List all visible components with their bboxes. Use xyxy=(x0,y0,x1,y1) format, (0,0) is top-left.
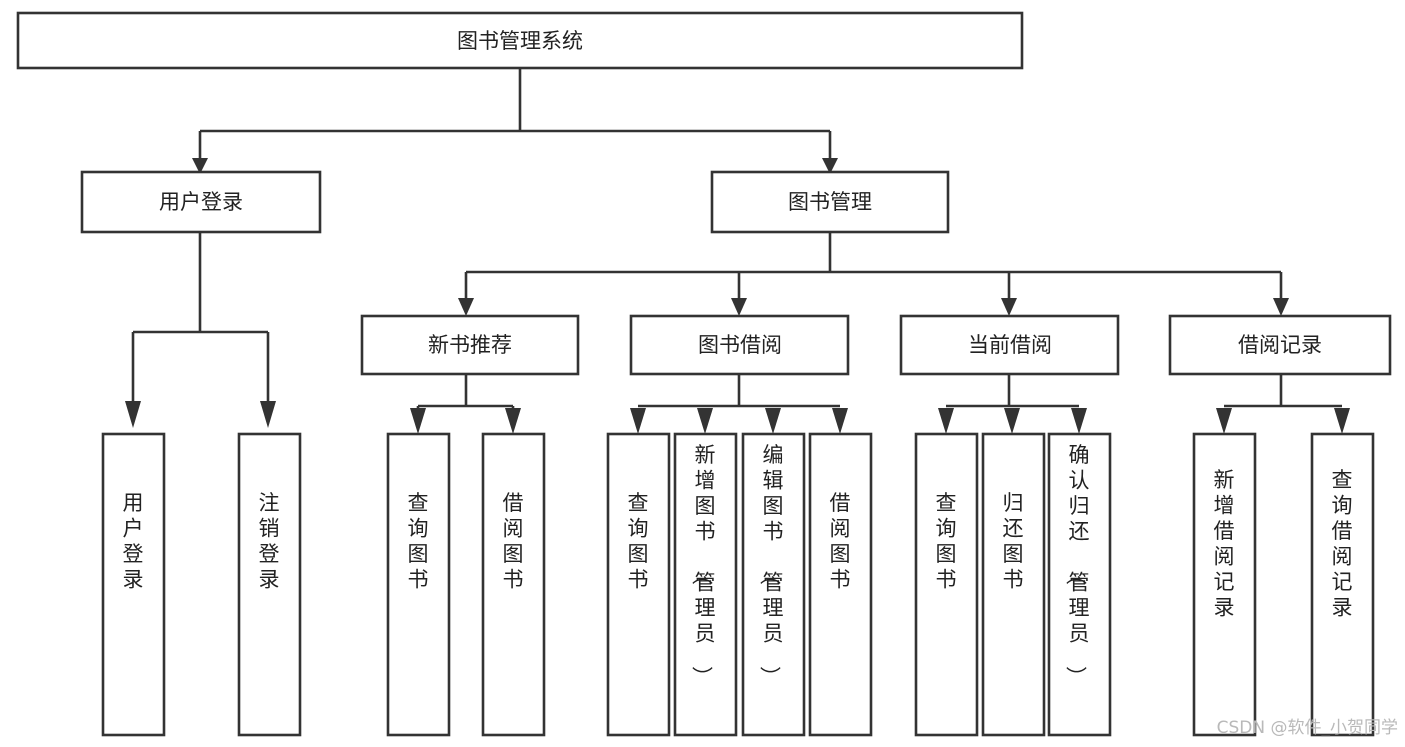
leaf-borrow-records-2[interactable]: 查询借阅记录 xyxy=(1310,432,1375,737)
arrow-to-borrow xyxy=(731,298,747,316)
book-management-label: 图书管理 xyxy=(788,190,872,214)
leaf-box[interactable] xyxy=(481,432,546,737)
leaf-current-borrow-2[interactable]: 归还图书 xyxy=(981,432,1046,737)
leaf-new-book-2[interactable]: 借阅图书 xyxy=(481,432,546,737)
new-book-recommend-box[interactable] xyxy=(360,314,580,376)
leaf-box[interactable] xyxy=(1192,432,1257,737)
root-label: 图书管理系统 xyxy=(457,29,583,53)
arrow-newbook-leaf-1 xyxy=(410,408,426,434)
leaf-label: 归还图书 xyxy=(1003,491,1024,592)
leaf-label: 查询借阅记录 xyxy=(1332,468,1353,620)
arrow-borrow-leaf-3 xyxy=(765,408,781,434)
node-new-book-recommend[interactable]: 新书推荐 xyxy=(360,314,580,376)
user-login-box[interactable] xyxy=(80,170,322,234)
leaf-label: 用户登录 xyxy=(123,491,144,592)
leaf-box[interactable] xyxy=(981,432,1046,737)
leaf-label: 借阅图书 xyxy=(503,491,524,592)
arrow-to-new-book xyxy=(458,298,474,316)
arrow-borrow-leaf-2 xyxy=(697,408,713,434)
leaf-label: 查询图书 xyxy=(408,491,429,592)
watermark: CSDN @软件_小贺同学 xyxy=(1217,718,1398,738)
leaf-box[interactable] xyxy=(673,432,738,737)
leaf-box[interactable] xyxy=(914,432,979,737)
new-book-recommend-label: 新书推荐 xyxy=(428,333,512,357)
node-user-login[interactable]: 用户登录 xyxy=(80,170,322,234)
arrow-records-leaf-1 xyxy=(1216,408,1232,434)
root-box[interactable] xyxy=(16,11,1024,70)
leaf-label: 借阅图书 xyxy=(830,491,851,592)
book-borrow-box[interactable] xyxy=(629,314,850,376)
leaf-box[interactable] xyxy=(386,432,451,737)
book-borrow-label: 图书借阅 xyxy=(698,333,782,357)
connector-layer xyxy=(125,68,1350,434)
leaf-current-borrow-1[interactable]: 查询图书 xyxy=(914,432,979,737)
leaf-new-book-1[interactable]: 查询图书 xyxy=(386,432,451,737)
leaf-box[interactable] xyxy=(101,432,166,737)
borrow-records-label: 借阅记录 xyxy=(1238,333,1322,357)
node-current-borrow[interactable]: 当前借阅 xyxy=(899,314,1120,376)
current-borrow-label: 当前借阅 xyxy=(968,333,1052,357)
arrow-to-user-login xyxy=(192,158,208,174)
arrow-user-leaf-2 xyxy=(260,401,276,428)
leaf-book-borrow-4[interactable]: 借阅图书 xyxy=(808,432,873,737)
arrow-borrow-leaf-4 xyxy=(832,408,848,434)
leaf-box[interactable] xyxy=(741,432,806,737)
arrow-borrow-leaf-1 xyxy=(630,408,646,434)
leaf-user-login-1[interactable]: 用户登录 xyxy=(101,432,166,737)
leaf-label: 注销登录 xyxy=(259,491,280,592)
node-book-borrow[interactable]: 图书借阅 xyxy=(629,314,850,376)
node-root[interactable]: 图书管理系统 xyxy=(16,11,1024,70)
leaf-book-borrow-1[interactable]: 查询图书 xyxy=(606,432,671,737)
leaf-box[interactable] xyxy=(1310,432,1375,737)
leaf-current-borrow-3[interactable]: 确认归还（管理员） xyxy=(1047,432,1112,737)
arrow-to-records xyxy=(1273,298,1289,316)
user-login-label: 用户登录 xyxy=(159,190,243,214)
arrow-to-book-mgmt xyxy=(822,158,838,174)
arrow-records-leaf-2 xyxy=(1334,408,1350,434)
leaf-box[interactable] xyxy=(1047,432,1112,737)
node-book-management[interactable]: 图书管理 xyxy=(710,170,950,234)
leaf-label: 查询图书 xyxy=(936,491,957,592)
leaf-book-borrow-2[interactable]: 新增图书（管理员） xyxy=(673,432,738,737)
arrow-to-current xyxy=(1001,298,1017,316)
leaf-book-borrow-3[interactable]: 编辑图书（管理员） xyxy=(741,432,806,737)
leaf-label: 确认归还（管理员） xyxy=(1064,443,1090,687)
leaf-label: 新增借阅记录 xyxy=(1214,468,1235,620)
leaf-box[interactable] xyxy=(808,432,873,737)
leaf-box[interactable] xyxy=(237,432,302,737)
arrow-current-leaf-2 xyxy=(1004,408,1020,434)
arrow-current-leaf-3 xyxy=(1071,408,1087,434)
leaf-borrow-records-1[interactable]: 新增借阅记录 xyxy=(1192,432,1257,737)
leaf-label: 新增图书（管理员） xyxy=(690,443,716,687)
leaf-box[interactable] xyxy=(606,432,671,737)
current-borrow-box[interactable] xyxy=(899,314,1120,376)
arrow-newbook-leaf-2 xyxy=(505,408,521,434)
node-borrow-records[interactable]: 借阅记录 xyxy=(1168,314,1392,376)
arrow-current-leaf-1 xyxy=(938,408,954,434)
leaf-label: 查询图书 xyxy=(628,491,649,592)
borrow-records-box[interactable] xyxy=(1168,314,1392,376)
book-management-box[interactable] xyxy=(710,170,950,234)
leaf-user-login-2[interactable]: 注销登录 xyxy=(237,432,302,737)
arrow-user-leaf-1 xyxy=(125,401,141,428)
leaf-label: 编辑图书（管理员） xyxy=(758,443,784,687)
